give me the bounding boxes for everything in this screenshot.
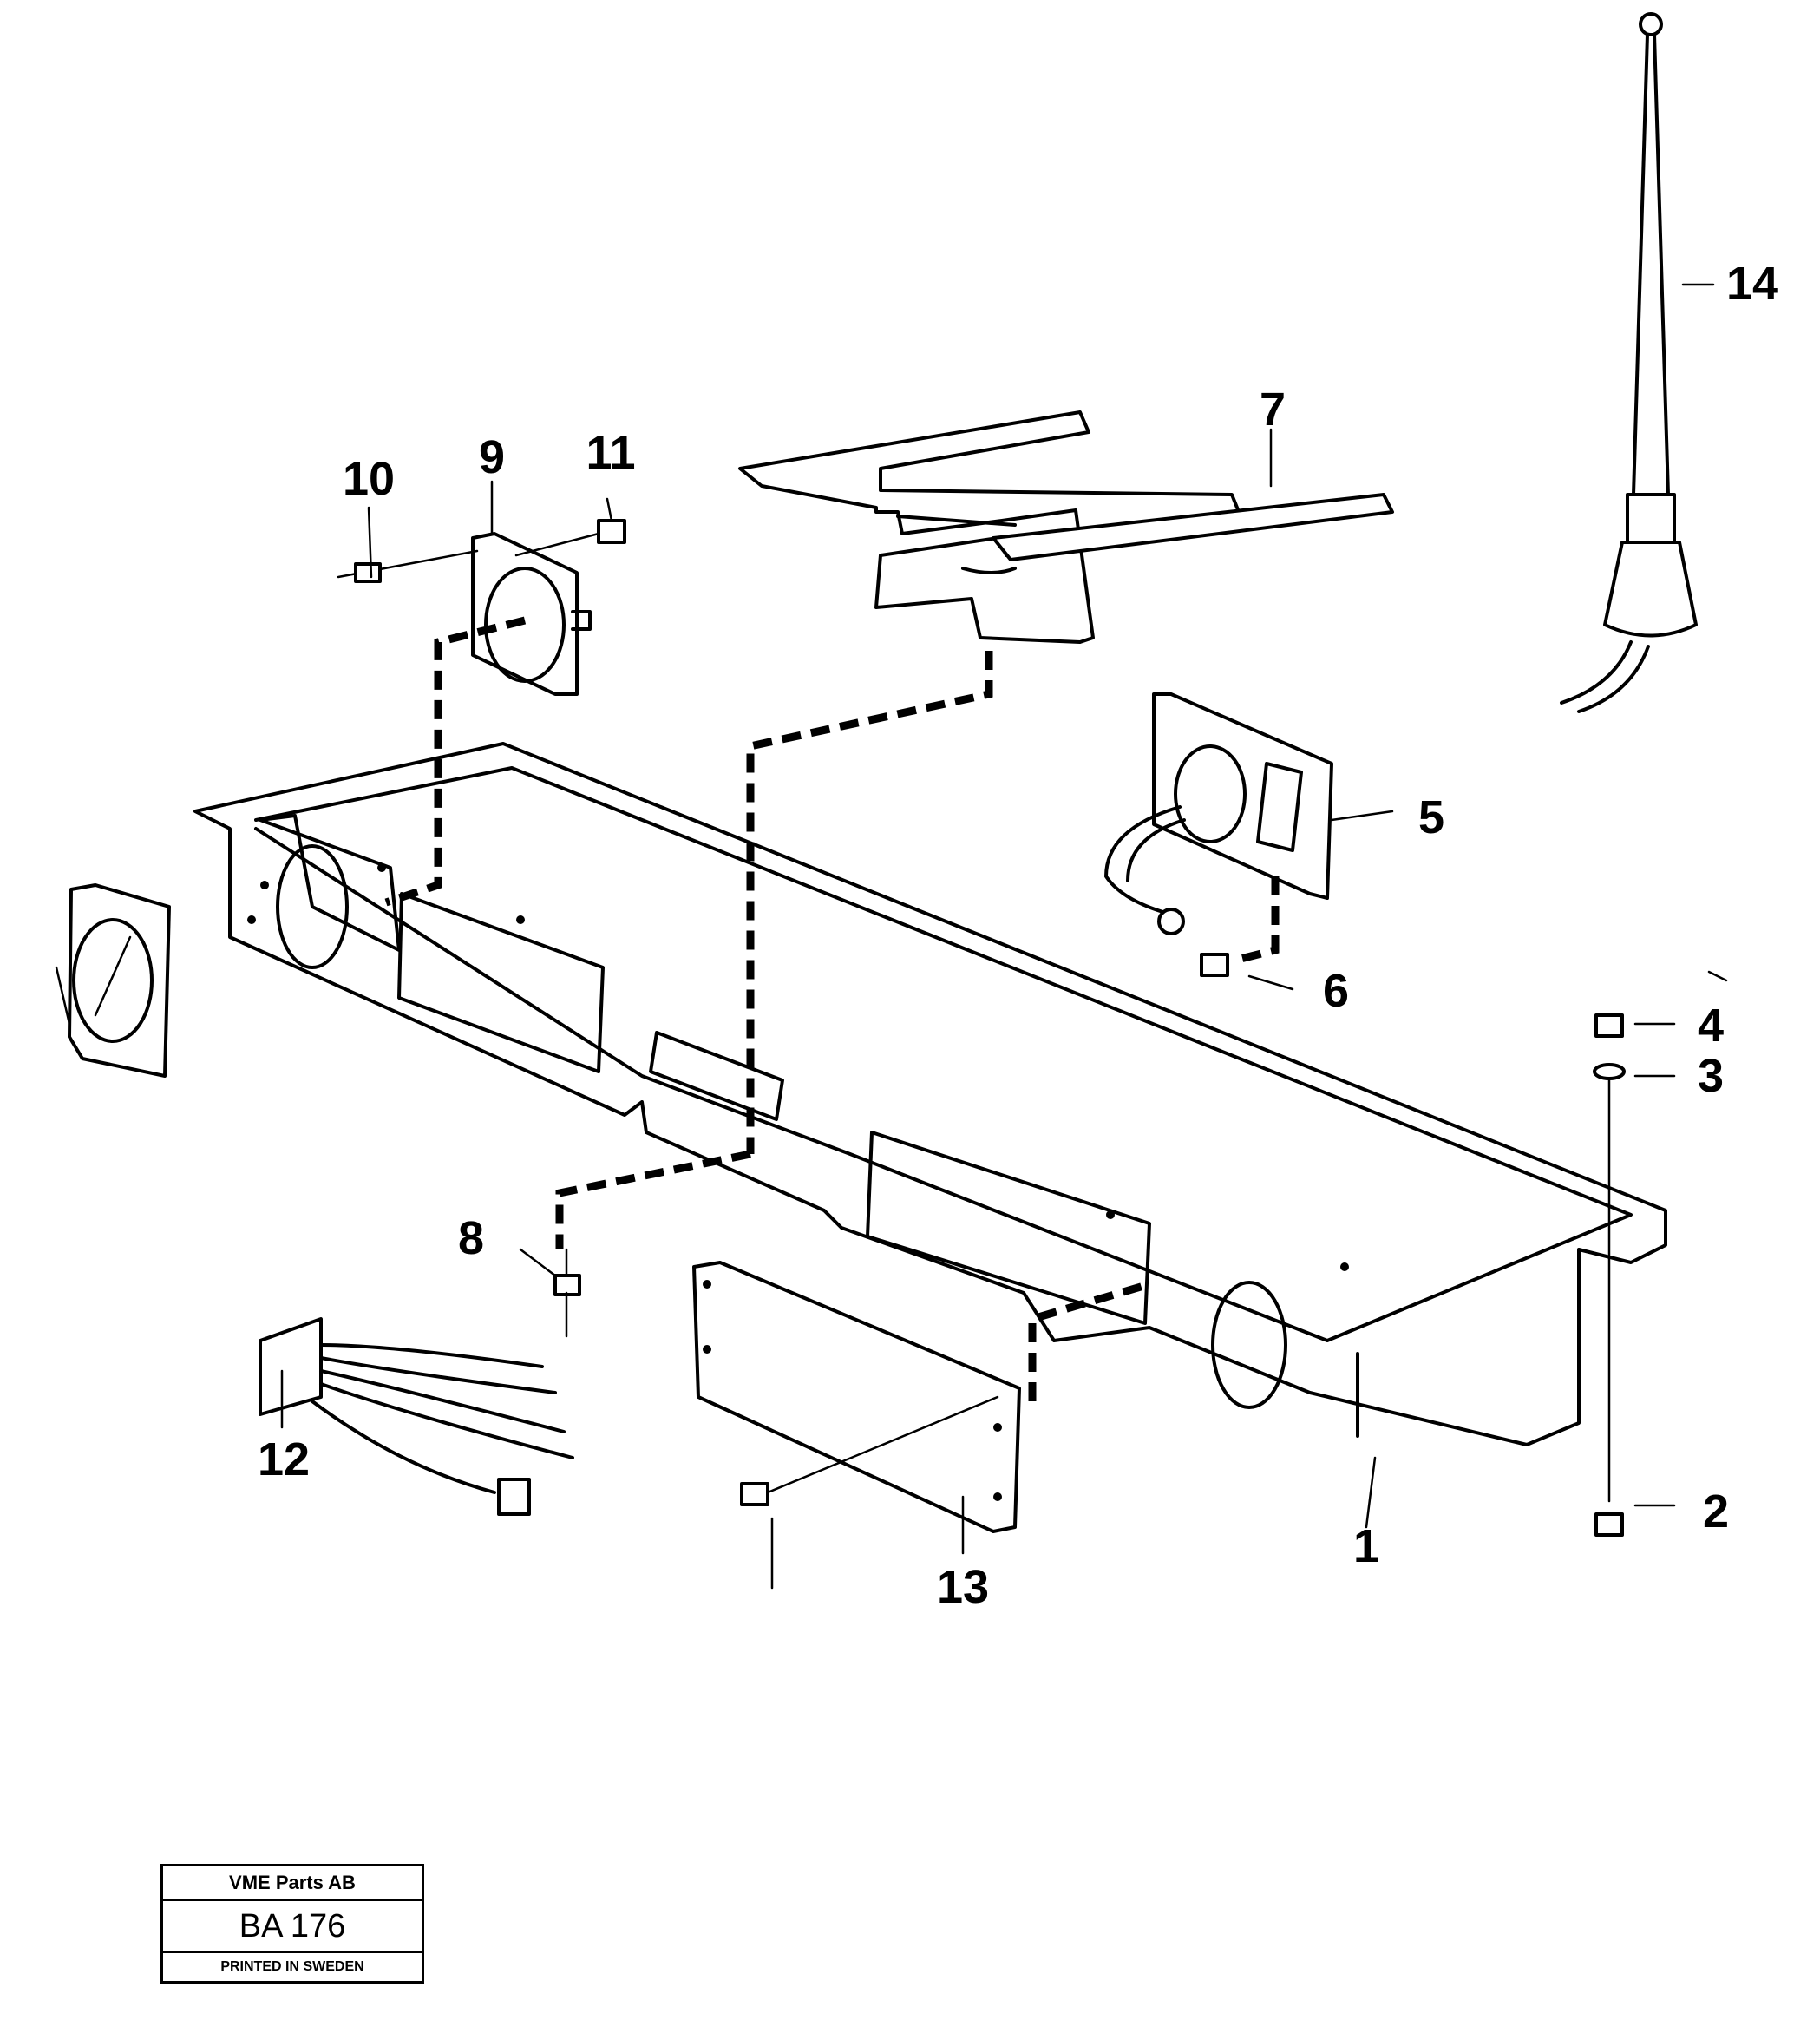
assembly-lines — [384, 616, 1280, 1401]
callout-2: 2 — [1703, 1485, 1729, 1538]
callout-1: 1 — [1353, 1520, 1379, 1572]
fasteners — [337, 519, 1728, 1590]
lamp — [55, 883, 171, 1078]
callout-8: 8 — [458, 1212, 484, 1264]
antenna — [1560, 12, 1698, 713]
speaker — [471, 532, 592, 696]
callout-12: 12 — [258, 1433, 310, 1485]
bracket — [738, 410, 1394, 644]
company-name: VME Parts AB — [163, 1866, 422, 1901]
housing — [193, 742, 1667, 1446]
callout-4: 4 — [1698, 1000, 1724, 1052]
callout-10: 10 — [343, 453, 395, 505]
callout-11: 11 — [586, 427, 635, 479]
mount-plate — [1104, 692, 1333, 935]
cover-plate — [692, 1261, 1021, 1533]
callout-3: 3 — [1698, 1050, 1724, 1102]
leader-lines — [280, 283, 1715, 1555]
callout-14: 14 — [1726, 258, 1778, 310]
callout-13: 13 — [937, 1561, 989, 1613]
callout-9: 9 — [479, 431, 505, 483]
drawing-number: BA 176 — [163, 1901, 422, 1953]
callout-5: 5 — [1418, 791, 1444, 843]
callout-6: 6 — [1323, 965, 1349, 1017]
callout-7: 7 — [1260, 384, 1286, 436]
printed-note: PRINTED IN SWEDEN — [220, 1959, 364, 1974]
wire-harness — [259, 1317, 574, 1516]
title-block: VME Parts AB BA 176 PRINTED IN SWEDEN — [160, 1864, 424, 1984]
